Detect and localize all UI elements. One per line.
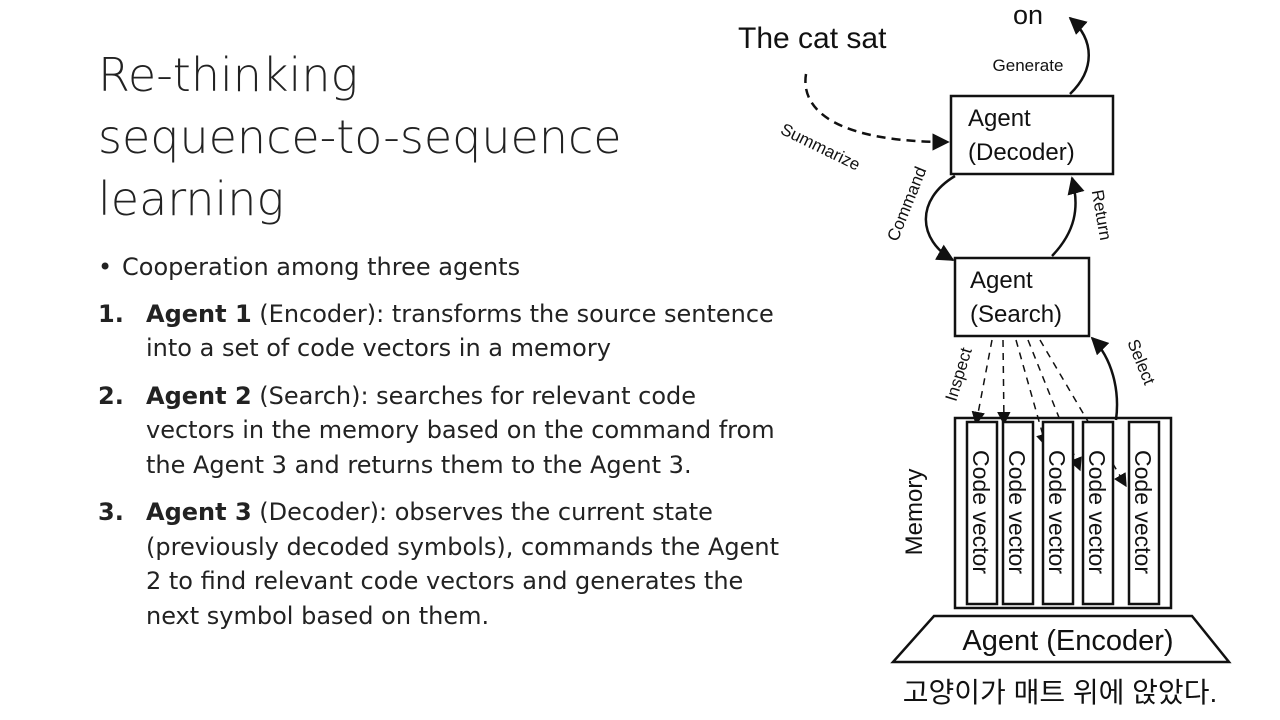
list-item-agent-3: 3. Agent 3 (Decoder): observes the curre… xyxy=(98,495,788,633)
return-arrow xyxy=(1051,176,1085,257)
summarize-arrow xyxy=(804,73,950,151)
source-text: The cat sat xyxy=(738,22,887,55)
decoder-box xyxy=(949,94,1115,176)
agent-name: Agent 3 xyxy=(146,498,252,526)
generate-label: Generate xyxy=(993,56,1064,75)
code-vector-5 xyxy=(1127,420,1161,606)
search-box xyxy=(953,256,1091,338)
search-box-line-2: (Search) xyxy=(970,301,1062,328)
bullet-marker: • xyxy=(98,253,113,281)
select-label: Select xyxy=(1123,336,1158,387)
search-box-line-1: Agent xyxy=(970,267,1033,294)
encoder-box xyxy=(890,614,1232,664)
slide-title: Re-thinking sequence-to-sequence learnin… xyxy=(98,44,698,230)
code-vector-4-label: Code vector xyxy=(1084,450,1110,574)
command-arrow xyxy=(924,174,956,262)
code-vector-2-label: Code vector xyxy=(1004,450,1030,574)
item-number: 2. xyxy=(98,381,124,410)
code-vectors: Code vector Code vector Code vector Code… xyxy=(965,420,1161,606)
agent-description: (Search): searches for relevant code vec… xyxy=(146,381,775,479)
memory-label: Memory xyxy=(901,469,928,556)
select-arrow xyxy=(1090,336,1119,421)
agent-name: Agent 2 xyxy=(146,381,252,410)
agent-description: (Decoder): observes the current state (p… xyxy=(146,498,779,630)
slide-body: • Cooperation among three agents 1. Agen… xyxy=(98,250,788,646)
list-item-agent-1: 1. Agent 1 (Encoder): transforms the sou… xyxy=(98,297,788,366)
decoder-box-line-2: (Decoder) xyxy=(968,139,1075,166)
summarize-label: Summarize xyxy=(778,120,864,175)
agent-description: (Encoder): transforms the source sentenc… xyxy=(146,299,774,363)
title-line-2: sequence-to-sequence xyxy=(98,110,622,164)
bullet-item: • Cooperation among three agents xyxy=(98,250,788,285)
code-vector-3-label: Code vector xyxy=(1044,450,1070,574)
code-vector-1-label: Code vector xyxy=(968,450,994,574)
list-item-agent-2: 2. Agent 2 (Search): searches for releva… xyxy=(98,379,788,483)
decoder-box-line-1: Agent xyxy=(968,105,1031,132)
item-number: 1. xyxy=(98,299,124,328)
inspect-label: Inspect xyxy=(942,345,976,403)
code-vector-2 xyxy=(1001,420,1035,606)
inspect-arrows xyxy=(971,339,1127,488)
agent-name: Agent 1 xyxy=(146,299,252,328)
title-line-3: learning xyxy=(98,172,285,226)
bullet-text: Cooperation among three agents xyxy=(122,253,521,281)
command-label: Command xyxy=(883,164,930,244)
item-number: 3. xyxy=(98,498,124,526)
output-token: on xyxy=(1013,0,1043,30)
input-sentence: 고양이가 매트 위에 앉았다. xyxy=(903,677,1217,708)
title-line-1: Re-thinking xyxy=(98,48,359,102)
code-vector-4 xyxy=(1081,420,1115,606)
memory-block xyxy=(953,416,1173,610)
return-label: Return xyxy=(1088,188,1116,242)
generate-arrow xyxy=(1068,16,1090,95)
code-vector-3 xyxy=(1041,420,1075,606)
code-vector-1 xyxy=(965,420,999,606)
encoder-label: Agent (Encoder) xyxy=(962,625,1173,657)
code-vector-5-label: Code vector xyxy=(1130,450,1156,574)
